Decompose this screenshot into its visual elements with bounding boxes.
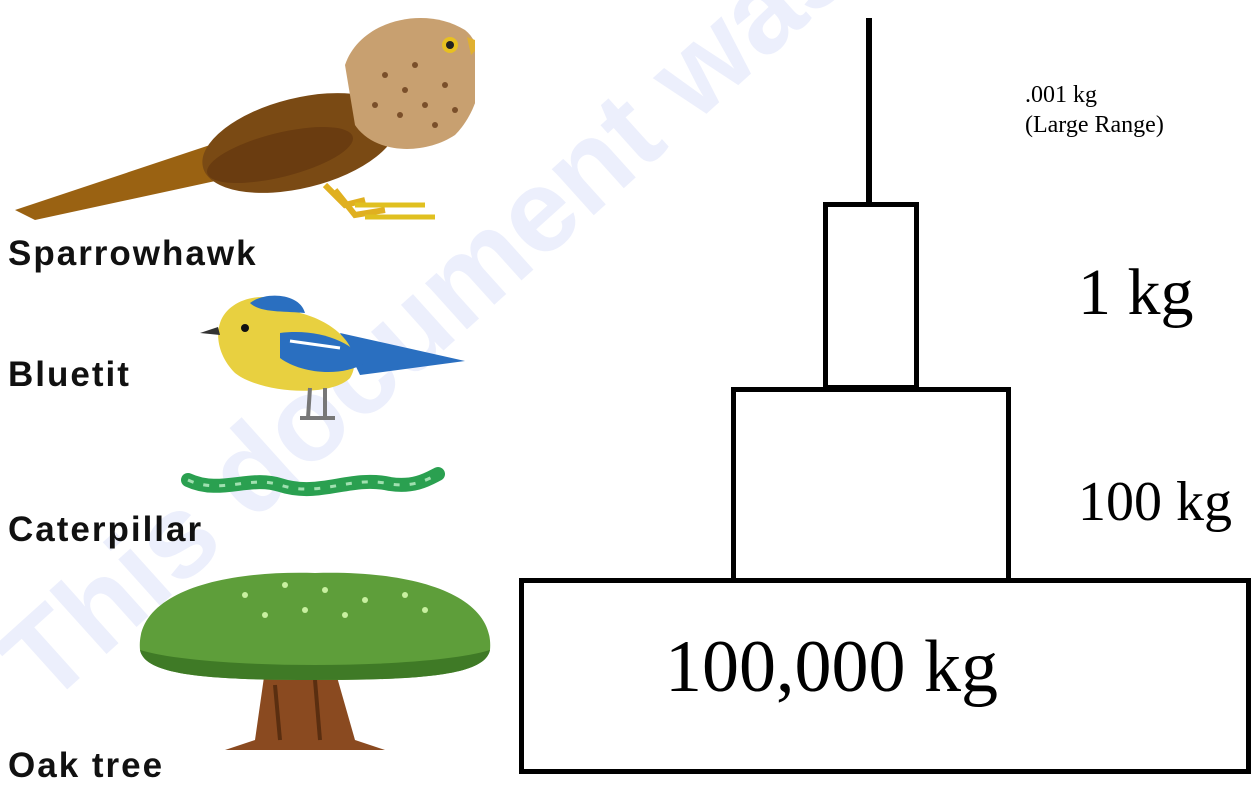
sparrowhawk-image	[15, 17, 475, 220]
pyramid-tier-3-label: 100 kg	[1078, 471, 1232, 533]
oak-tree-image	[139, 572, 491, 750]
organism-label-sparrowhawk: Sparrowhawk	[8, 234, 258, 273]
pyramid-tier-2-label: 1 kg	[1078, 256, 1194, 329]
organism-label-caterpillar: Caterpillar	[8, 510, 204, 549]
pyramid-top-value: .001 kg	[1025, 82, 1097, 108]
organism-label-oak-tree: Oak tree	[8, 746, 165, 785]
pyramid-tier-3	[731, 387, 1011, 583]
pyramid-tier-2	[823, 202, 919, 390]
organism-label-bluetit: Bluetit	[8, 355, 131, 394]
caterpillar-image	[181, 467, 445, 496]
pyramid-top-note: (Large Range)	[1025, 112, 1164, 138]
bluetit-image	[200, 295, 465, 420]
pyramid-base	[519, 578, 1251, 774]
pyramid-top-line	[866, 18, 872, 204]
pyramid-base-label: 100,000 kg	[665, 626, 998, 708]
